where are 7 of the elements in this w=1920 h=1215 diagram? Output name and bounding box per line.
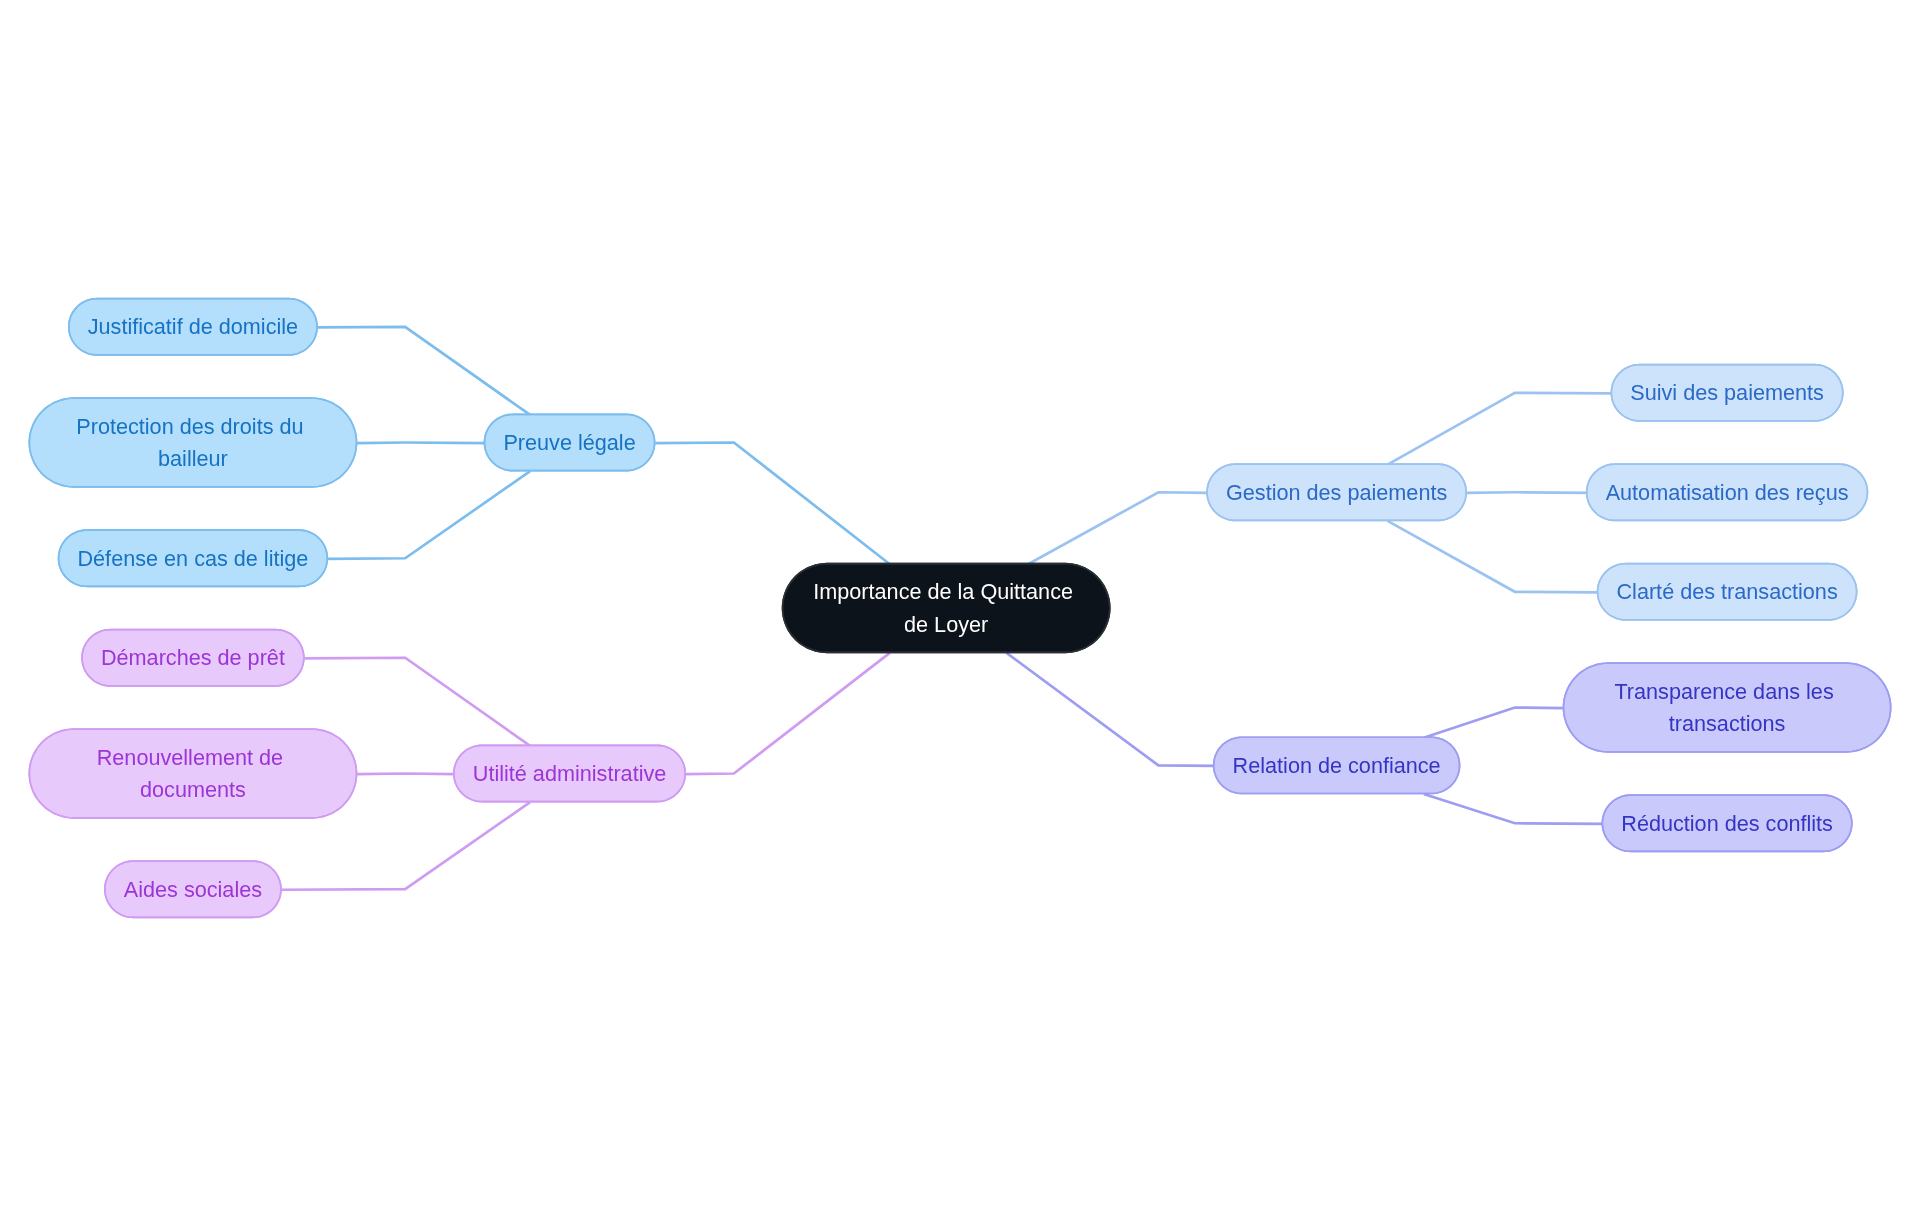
connector <box>1423 792 1603 825</box>
connector <box>357 440 485 444</box>
connector <box>1027 490 1208 565</box>
connector <box>327 469 531 560</box>
connector <box>281 800 531 891</box>
connector <box>655 440 891 565</box>
connector <box>685 651 891 775</box>
